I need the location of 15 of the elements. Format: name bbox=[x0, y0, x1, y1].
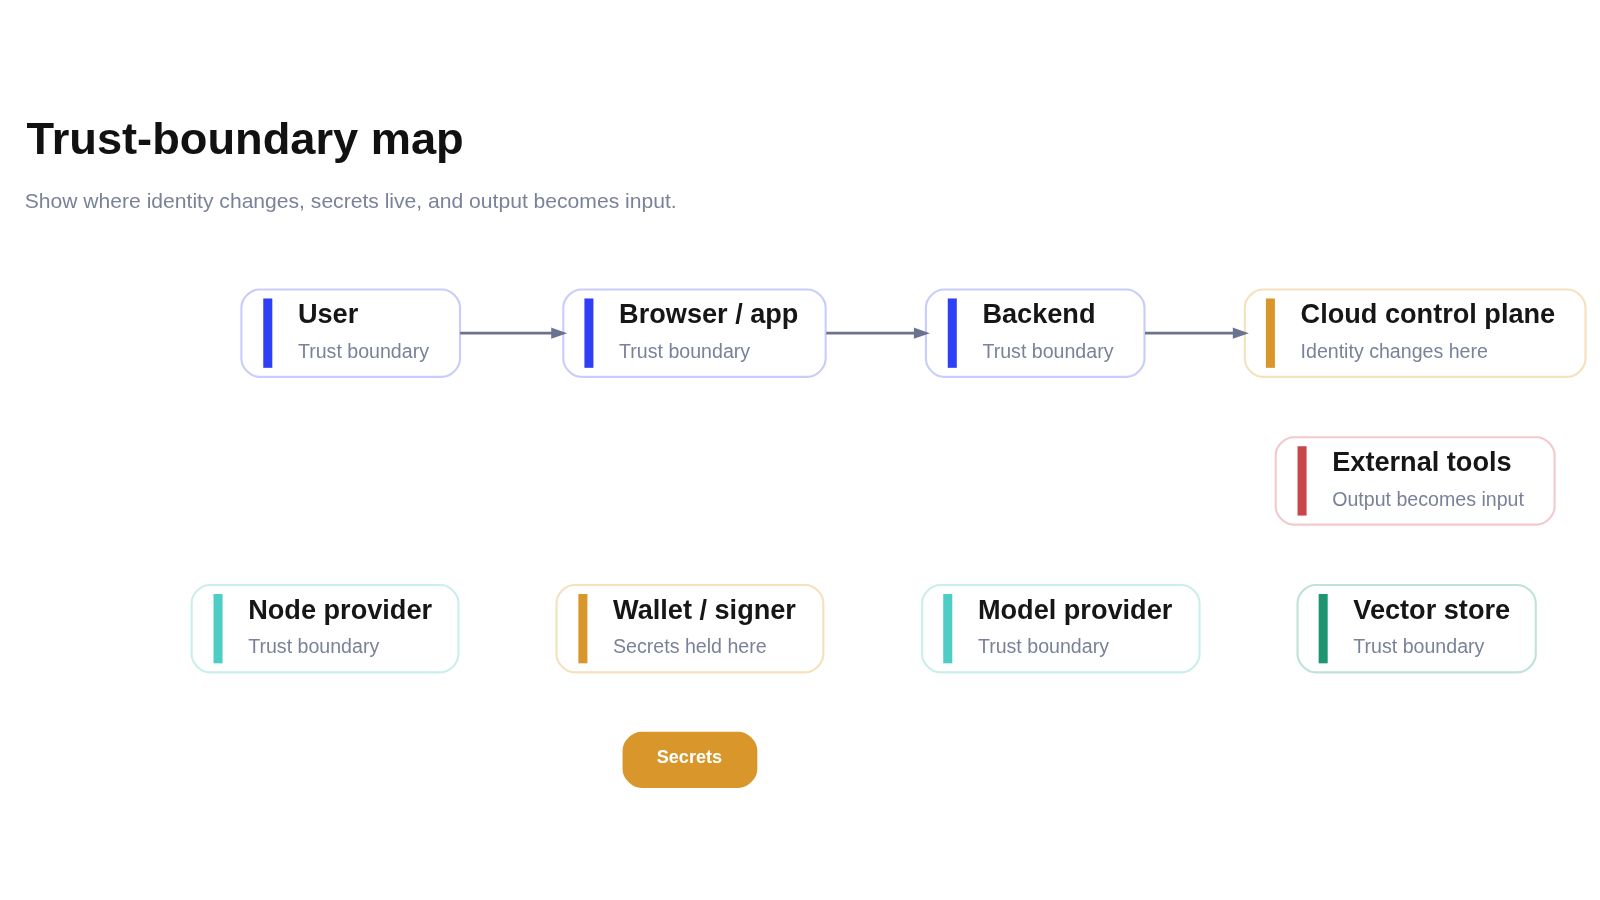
diagram-title: Trust-boundary map bbox=[26, 112, 464, 164]
node-box: Cloud control plane Identity changes here bbox=[1243, 288, 1587, 378]
node-box: Secrets bbox=[622, 731, 758, 789]
node-box: Backend Trust boundary bbox=[924, 288, 1146, 378]
arrow bbox=[826, 327, 930, 339]
node-box: External tools Output becomes input bbox=[1274, 436, 1556, 526]
label: Show where identity changes, secrets live, and output becomes input. bbox=[24, 188, 677, 212]
arrow bbox=[1145, 327, 1249, 339]
node-box: Model provider Trust boundary bbox=[921, 583, 1201, 674]
node-box: Browser / app Trust boundary bbox=[562, 288, 827, 378]
node-box: Node provider Trust boundary bbox=[190, 583, 460, 674]
arrow bbox=[460, 327, 568, 339]
node-box: Vector store Trust boundary bbox=[1296, 583, 1537, 674]
node-box: Wallet / signer Secrets held here bbox=[555, 583, 825, 674]
node-box: User Trust boundary bbox=[240, 288, 462, 378]
